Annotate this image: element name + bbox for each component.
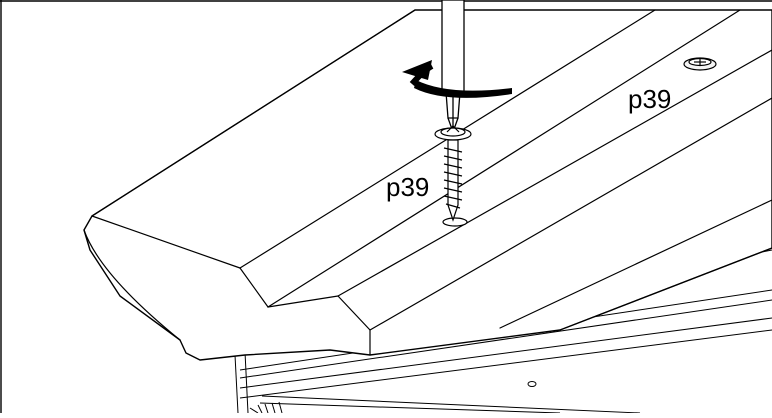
installed-screw-head: [683, 57, 717, 71]
screw-hole: [442, 217, 468, 227]
screw-icon: [434, 125, 472, 222]
part-label-installed-screw: p39: [628, 84, 671, 114]
base-hole: [527, 381, 537, 387]
part-label-inserted-screw: p39: [386, 172, 429, 202]
curved-arrow-icon: [402, 60, 512, 98]
